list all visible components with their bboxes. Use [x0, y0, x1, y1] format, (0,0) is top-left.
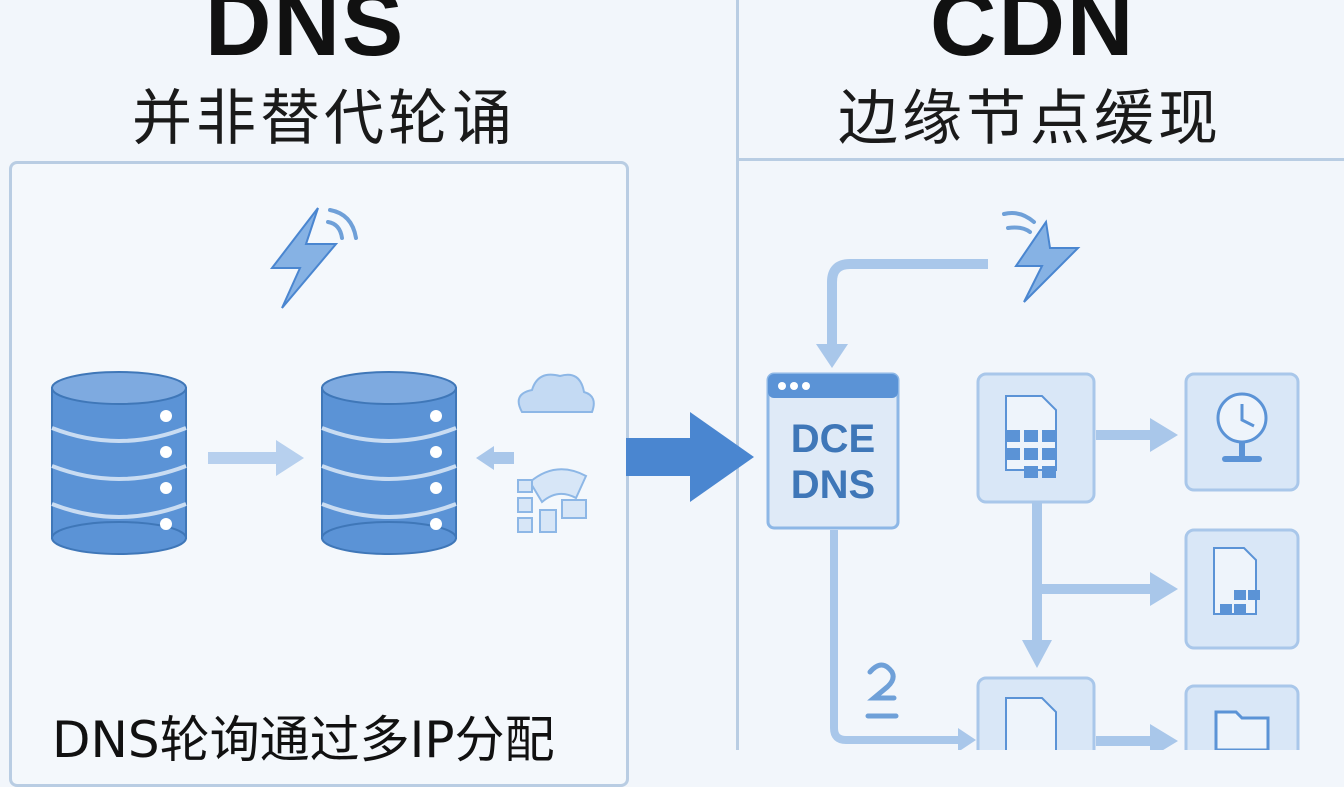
database-icon: [51, 371, 187, 555]
right-panel-left-border: [736, 0, 739, 750]
lightning-icon: [269, 207, 339, 309]
connector-line: [1042, 584, 1154, 594]
lightning-icon: [1014, 219, 1081, 303]
arrow-head-icon: [1150, 418, 1178, 452]
cloud-icon: [517, 373, 595, 413]
arrow-head-icon: [958, 728, 976, 750]
left-subtitle: 并非替代轮诵: [132, 84, 516, 154]
dns-box-line1: DCE: [791, 417, 875, 461]
connector-line: [1032, 502, 1042, 642]
dns-server-box: DCE DNS: [766, 372, 900, 530]
left-title: DNS: [205, 0, 406, 75]
connector-line: [1096, 736, 1154, 746]
file-grid-icon: [976, 676, 1096, 750]
file-grid-icon: [1184, 528, 1300, 650]
connector-line: [830, 530, 960, 744]
clock-monitor-icon: [1184, 372, 1300, 492]
arrow-head-icon: [1150, 572, 1178, 606]
step-marker-icon: [865, 662, 899, 719]
wifi-signal-icon: [326, 208, 358, 240]
arrow-head-icon: [816, 344, 848, 368]
dns-box-line2: DNS: [791, 463, 875, 507]
right-subtitle: 边缘节点缓现: [838, 84, 1222, 154]
diagram-canvas: DCE DNS: [51, 207, 1300, 750]
file-grid-icon: [976, 372, 1096, 504]
right-panel-top-border: [736, 158, 1344, 161]
arrow-head-icon: [1022, 640, 1052, 668]
folder-icon: [1184, 684, 1300, 750]
connector-line: [1096, 430, 1154, 440]
arrow-head-icon: [1150, 724, 1178, 750]
left-caption: DNS轮询通过多IP分配: [52, 711, 555, 769]
transition-arrow-icon: [626, 412, 754, 502]
right-title: CDN: [930, 0, 1136, 75]
wifi-signal-icon: [1002, 211, 1036, 234]
arrow-right-icon: [208, 440, 304, 476]
database-icon: [321, 371, 457, 555]
arrow-left-icon: [476, 446, 514, 470]
file-grid-icon: [517, 468, 588, 533]
connector-arrow: [827, 259, 988, 356]
